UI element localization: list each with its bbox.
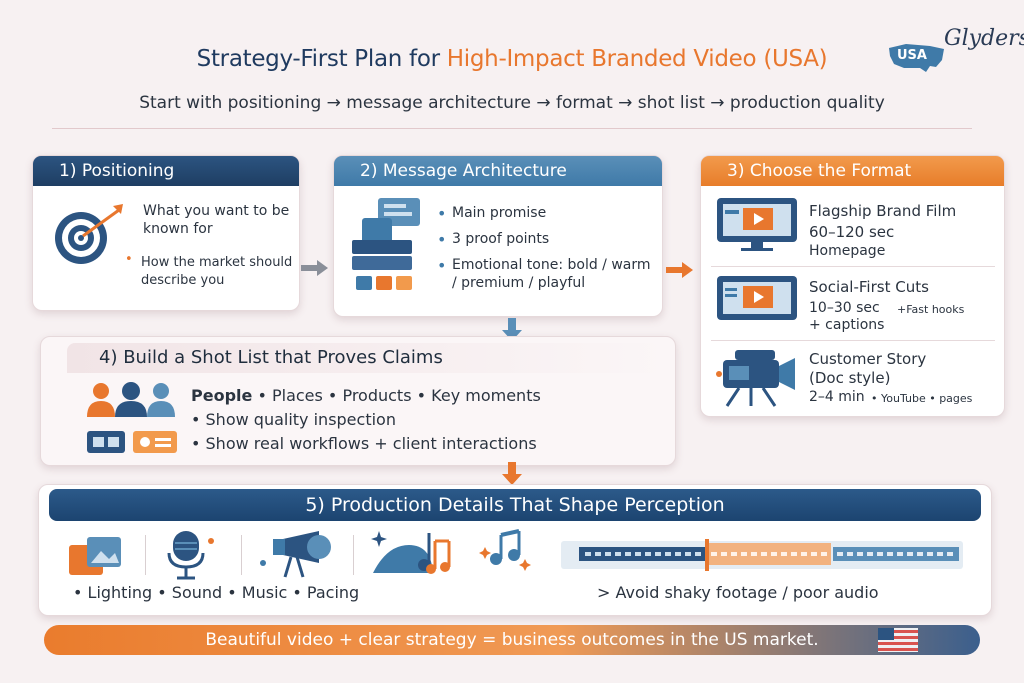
format-1-duration: 60–120 sec bbox=[809, 223, 895, 241]
us-flag-icon bbox=[878, 628, 918, 652]
format-1-name: Flagship Brand Film bbox=[809, 202, 957, 220]
title-part2: High-Impact Branded Video (USA) bbox=[446, 46, 828, 72]
title-part1: Strategy-First Plan for bbox=[196, 46, 447, 72]
shotlist-line-3: • Show real workflows + client interacti… bbox=[191, 434, 537, 453]
usa-map-icon bbox=[889, 44, 944, 72]
production-avoid: > Avoid shaky footage / poor audio bbox=[597, 583, 879, 602]
divider bbox=[241, 535, 242, 575]
shotlist-line-2: • Show quality inspection bbox=[191, 410, 396, 429]
arrow-down-icon bbox=[502, 318, 522, 341]
music-icon bbox=[479, 529, 531, 571]
divider bbox=[711, 266, 995, 267]
bullet: • bbox=[437, 230, 447, 249]
format-3-name2: (Doc style) bbox=[809, 369, 891, 387]
shotlist-card: 4) Build a Shot List that Proves Claims … bbox=[40, 336, 676, 466]
logo-badge: USA bbox=[897, 48, 927, 63]
format-3-name: Customer Story bbox=[809, 350, 927, 368]
arrow-down-icon bbox=[502, 462, 522, 485]
format-3-extra: • YouTube • pages bbox=[871, 392, 973, 405]
divider bbox=[711, 340, 995, 341]
positioning-item-2: How the market should describe you bbox=[141, 255, 293, 288]
monitor-video-icon bbox=[717, 198, 797, 251]
format-3-duration: 2–4 min bbox=[809, 389, 865, 405]
format-2-extra: +Fast hooks bbox=[897, 303, 965, 316]
divider bbox=[52, 128, 972, 129]
timeline-icon bbox=[561, 539, 963, 571]
production-card: 5) Production Details That Shape Percept… bbox=[38, 484, 992, 616]
subtitle: Start with positioning → message archite… bbox=[139, 93, 885, 113]
bullet: • bbox=[437, 256, 447, 275]
format-1-note: Homepage bbox=[809, 243, 886, 259]
format-title: 3) Choose the Format bbox=[701, 156, 1004, 186]
format-2-name: Social-First Cuts bbox=[809, 278, 929, 296]
production-items: • Lighting • Sound • Music • Pacing bbox=[73, 583, 360, 602]
divider bbox=[353, 535, 354, 575]
shotlist-line-1-bold: People bbox=[191, 386, 253, 405]
document-stack-icon bbox=[352, 198, 420, 290]
message-item-3: Emotional tone: bold / warm / premium / … bbox=[452, 257, 651, 291]
positioning-title: 1) Positioning bbox=[33, 156, 299, 186]
message-card: 2) Message Architecture • Main promise •… bbox=[333, 155, 663, 317]
message-item-2: 3 proof points bbox=[452, 231, 550, 247]
divider bbox=[145, 535, 146, 575]
shotlist-line-1: People • Places • Products • Key moments bbox=[191, 387, 671, 405]
format-2-duration: 10–30 sec bbox=[809, 300, 880, 316]
social-video-icon bbox=[717, 276, 797, 320]
music-note-icon bbox=[371, 531, 451, 574]
microphone-icon bbox=[167, 531, 214, 580]
format-card: 3) Choose the Format Flagship Brand Film… bbox=[700, 155, 1005, 417]
bullet: • bbox=[125, 252, 133, 267]
footer-text: Beautiful video + clear strategy = busin… bbox=[205, 630, 819, 650]
footer-banner: Beautiful video + clear strategy = busin… bbox=[44, 625, 980, 655]
logo-text: Glyders bbox=[944, 26, 1024, 51]
message-item-1: Main promise bbox=[452, 205, 547, 221]
workflow-icon bbox=[87, 431, 177, 453]
people-icon bbox=[87, 382, 175, 417]
bullet: • bbox=[437, 204, 447, 223]
target-icon bbox=[55, 204, 123, 264]
shotlist-title: 4) Build a Shot List that Proves Claims bbox=[67, 343, 667, 373]
format-2-note: + captions bbox=[809, 317, 885, 333]
arrow-right-icon bbox=[301, 260, 328, 276]
message-title: 2) Message Architecture bbox=[334, 156, 662, 186]
spotlight-icon bbox=[260, 531, 331, 578]
positioning-card: 1) Positioning What you want to be known… bbox=[32, 155, 300, 311]
positioning-item-1: What you want to be known for bbox=[143, 203, 290, 237]
arrow-right-icon bbox=[666, 262, 693, 278]
lighting-icon bbox=[69, 537, 121, 575]
video-camera-icon bbox=[716, 350, 795, 407]
page-title: Strategy-First Plan for High-Impact Bran… bbox=[0, 46, 1024, 72]
production-title: 5) Production Details That Shape Percept… bbox=[49, 489, 981, 521]
shotlist-line-1-rest: • Places • Products • Key moments bbox=[252, 386, 541, 405]
